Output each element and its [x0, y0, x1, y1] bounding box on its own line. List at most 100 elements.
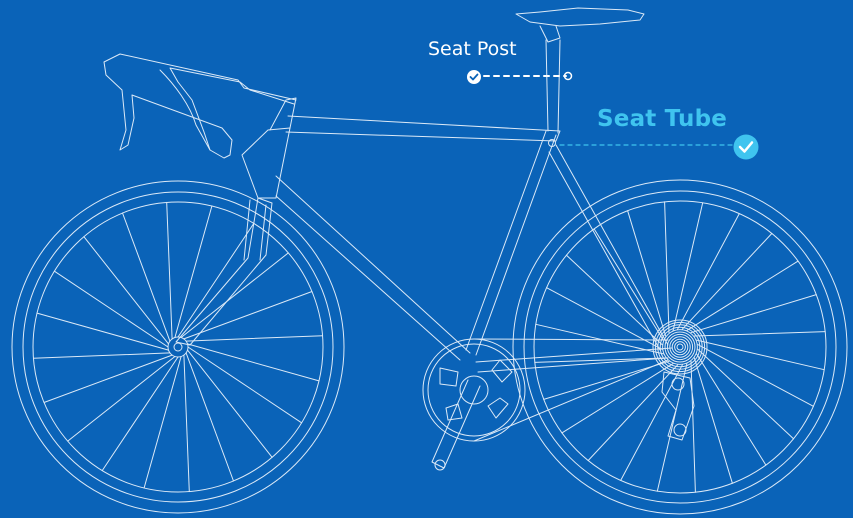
upper-pulley: [671, 377, 685, 391]
cockpit: [103, 53, 297, 159]
spoke: [187, 343, 320, 382]
spoke: [32, 352, 171, 359]
cassette-cog: [664, 331, 696, 363]
spoke: [534, 357, 667, 363]
cassette-cog: [671, 338, 689, 356]
derailleur-cage: [661, 371, 695, 441]
spoke: [43, 354, 173, 403]
rear-cassette: [652, 319, 708, 375]
spoke: [690, 360, 696, 493]
cassette-cog: [652, 319, 708, 375]
spoke: [696, 339, 825, 371]
front-tire-outer: [11, 180, 345, 514]
front-tire-inner: [22, 191, 334, 503]
chain-stays: [475, 347, 673, 373]
front-axle: [173, 342, 183, 352]
chainring-cutouts: [439, 359, 513, 421]
fork-crown: [243, 199, 267, 261]
crank-arm: [431, 379, 481, 469]
spoke: [180, 252, 289, 338]
spoke: [686, 260, 799, 331]
rear-tire-inner: [523, 190, 837, 504]
cassette-cog: [659, 326, 701, 368]
check-circle-icon: [467, 70, 481, 84]
spoke: [187, 346, 303, 424]
rear-derailleur: [661, 371, 695, 441]
frame: [241, 115, 673, 373]
seat-post-anchor: [563, 71, 573, 81]
spoke: [693, 331, 826, 337]
handlebar-drop: [159, 69, 211, 151]
spoke: [185, 352, 234, 482]
spoke: [183, 354, 190, 493]
spoke: [566, 254, 663, 346]
fork: [175, 197, 273, 346]
front-rim: [32, 201, 324, 493]
spoke: [67, 356, 176, 442]
cassette-cog: [654, 321, 706, 373]
rear-rim: [533, 200, 827, 494]
spoke: [53, 270, 169, 348]
lower-pulley: [673, 423, 687, 437]
spoke: [677, 213, 740, 330]
saddle-clamp: [539, 25, 561, 43]
handlebar-and-hoods: [103, 53, 297, 159]
spoke: [672, 202, 704, 331]
spoke: [690, 294, 817, 334]
saddle: [515, 7, 645, 27]
front-spokes: [32, 201, 324, 493]
spoke: [101, 356, 179, 472]
chainring-inner: [427, 343, 521, 437]
cassette-cog: [657, 324, 703, 370]
spoke: [656, 363, 688, 492]
spoke: [664, 201, 670, 334]
seat-tube: [465, 130, 557, 356]
cassette-cog: [674, 341, 686, 353]
spoke: [681, 233, 773, 330]
top-tube: [285, 115, 561, 142]
rear-tire-outer: [512, 179, 848, 515]
spoke: [166, 201, 173, 340]
spoke: [696, 353, 767, 466]
spoke: [593, 228, 664, 341]
spoke: [587, 364, 679, 461]
seat-stays: [548, 144, 669, 351]
spoke: [183, 291, 313, 340]
down-tube: [275, 175, 471, 361]
seat-post-label: Seat Post: [428, 38, 517, 60]
spoke: [697, 348, 794, 440]
seat-post-callout: [483, 71, 573, 81]
head-tube: [241, 127, 291, 199]
spoke: [546, 287, 663, 350]
spoke: [83, 236, 169, 345]
seat-tube-joint: [548, 139, 556, 147]
spoke: [561, 363, 674, 434]
cassette-cog: [676, 343, 684, 351]
spoke: [187, 349, 273, 458]
seat-post: [545, 39, 561, 134]
spoke: [36, 312, 169, 351]
cassette-cog: [662, 329, 698, 365]
crank-spindle: [459, 375, 489, 405]
front-hub: [167, 336, 189, 358]
spoke: [693, 357, 733, 484]
cassette-cog: [669, 336, 691, 358]
spoke: [174, 205, 213, 338]
check-circle-icon: [733, 134, 759, 160]
saddle-assembly: [515, 7, 645, 134]
seat-tube-label: Seat Tube: [597, 106, 728, 132]
front-wheel: [11, 180, 345, 514]
spoke: [535, 323, 664, 355]
spoke: [627, 210, 667, 337]
spoke: [122, 212, 171, 342]
spoke: [697, 344, 814, 407]
rear-wheel: [512, 179, 848, 515]
crankset: [422, 338, 669, 471]
spoke: [543, 360, 670, 400]
fork-blades: [175, 197, 273, 346]
spoke: [185, 335, 324, 342]
spoke: [143, 356, 182, 489]
cassette-cog: [666, 333, 694, 361]
